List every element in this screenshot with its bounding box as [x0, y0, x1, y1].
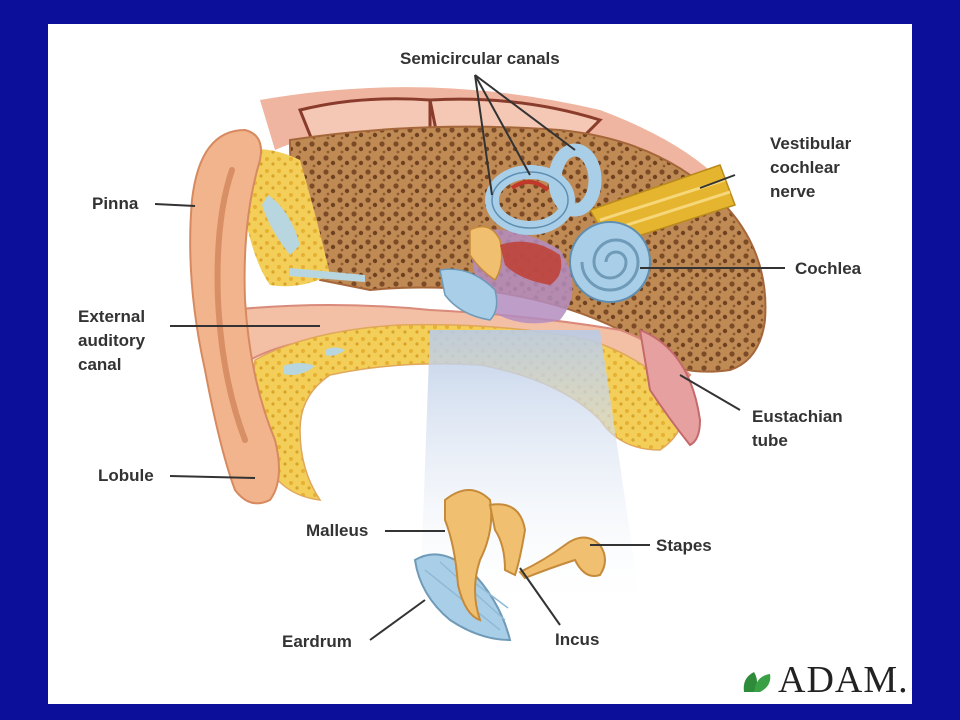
middle-red: [500, 241, 562, 285]
label-stapes: Stapes: [656, 536, 712, 555]
cartilage-upper: [262, 195, 300, 255]
malleus-enlarged: [444, 489, 493, 622]
pinna-shape: [189, 128, 280, 505]
eustachian-tube: [638, 328, 702, 447]
label-eustachian-tube: Eustachian tube: [752, 405, 843, 453]
label-external-auditory-canal: External auditory canal: [78, 305, 145, 377]
cartilage-mid: [290, 268, 365, 282]
label-malleus: Malleus: [306, 521, 369, 540]
label-incus: Incus: [555, 630, 600, 649]
label-vestibular-cochlear-nerve: Vestibular cochlear nerve: [770, 132, 851, 204]
label-line: nerve: [770, 182, 816, 201]
stapes-enlarged: [518, 536, 606, 580]
lower-cartilage-1: [283, 363, 315, 375]
label-line: tube: [752, 431, 788, 450]
label-line: Vestibular: [770, 134, 852, 153]
adam-logo: ADAM.: [778, 659, 909, 701]
pinna-inner-fold: [214, 167, 248, 443]
incus-enlarged: [488, 503, 527, 577]
label-line: canal: [78, 355, 122, 374]
label-cochlea: Cochlea: [795, 259, 862, 278]
label-semicircular-canals: Semicircular canals: [400, 49, 560, 68]
label-line: auditory: [78, 331, 146, 350]
eardrum-in-ear: [439, 268, 498, 321]
ossicles-in-ear: [469, 225, 503, 282]
label-line: cochlear: [770, 158, 840, 177]
label-eardrum: Eardrum: [282, 632, 352, 651]
leader-lines: [154, 74, 785, 641]
lower-cartilage-2: [325, 347, 345, 356]
label-lobule: Lobule: [98, 466, 154, 485]
label-line: External: [78, 307, 146, 326]
label-line: Eustachian: [752, 407, 843, 426]
leaf-logo-icon: [743, 672, 771, 692]
label-pinna: Pinna: [92, 194, 139, 213]
